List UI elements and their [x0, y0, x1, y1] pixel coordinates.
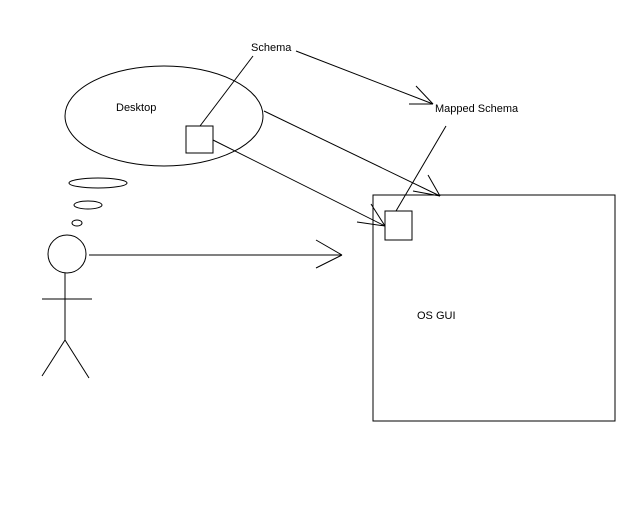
thought-trail-bubble-medium — [73, 200, 103, 210]
desktop-to-os-arrow — [263, 110, 441, 197]
mapped-schema-pointer-line — [395, 125, 447, 212]
schema-pointer-line — [199, 55, 254, 127]
schema-to-mapped-square-arrow — [212, 139, 386, 227]
user-to-os-arrow — [89, 239, 343, 269]
mapped-schema-square — [384, 210, 413, 241]
schema-to-mapped-schema-arrow — [295, 50, 434, 105]
os-gui-box — [372, 194, 616, 422]
stick-figure-right-leg — [64, 339, 90, 379]
stick-figure-head — [47, 234, 87, 274]
desktop-thought-bubble — [64, 65, 264, 167]
stick-figure-user — [41, 234, 92, 379]
stick-figure-left-leg — [41, 339, 66, 377]
thought-trail-bubble-small — [71, 219, 83, 227]
os-gui-label: OS GUI — [417, 310, 456, 322]
schema-square — [185, 125, 214, 154]
mapped-schema-label: Mapped Schema — [435, 103, 519, 115]
schema-label: Schema — [251, 42, 292, 54]
desktop-label: Desktop — [116, 102, 156, 114]
thought-trail-bubble-large — [68, 177, 128, 189]
